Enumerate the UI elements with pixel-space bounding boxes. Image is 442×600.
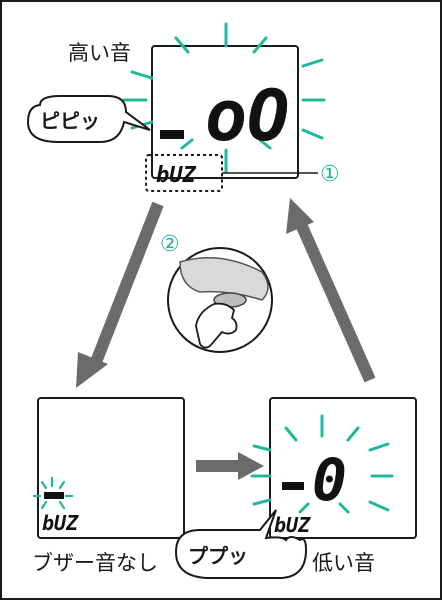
left-dash-indicator — [44, 492, 64, 499]
top-flash-rays — [122, 22, 326, 174]
top-display-buz: bUZ — [156, 163, 196, 188]
top-display-main: oO — [205, 75, 289, 157]
flow-arrows — [76, 198, 376, 480]
arrow-top-to-left — [90, 201, 164, 365]
right-display-main: 0 — [312, 446, 347, 514]
label-low-tone: 低い音 — [312, 551, 375, 575]
beep-bubble-right: ププッ — [174, 509, 308, 579]
finger-press — [195, 302, 238, 349]
step1-marker: ① — [320, 162, 340, 187]
beep-bubble-top: ピピッ — [26, 95, 151, 143]
left-display-buz: bUZ — [42, 511, 79, 535]
beep-sound-top: ピピッ — [40, 109, 100, 133]
right-display-panel: 0 bUZ — [250, 397, 417, 539]
label-high-tone: 高い音 — [68, 41, 131, 65]
top-buz-highlight-box — [145, 154, 223, 192]
right-dash-indicator — [282, 482, 304, 490]
top-dash-indicator — [160, 130, 184, 139]
step2-marker: ② — [160, 232, 180, 257]
arrow-left-to-right — [196, 460, 242, 472]
hand-press-illustration — [167, 247, 273, 353]
arrow-right-to-top-head — [286, 198, 314, 234]
right-display-frame — [269, 397, 417, 539]
device-body — [179, 257, 269, 301]
arrow-top-to-left-head — [76, 352, 108, 388]
beep-sound-right: ププッ — [188, 544, 248, 568]
beep-bubble-top-shape — [26, 95, 151, 143]
beep-bubble-right-shape — [174, 509, 308, 579]
arrow-right-to-top — [294, 219, 376, 383]
left-display-panel: bUZ — [32, 397, 185, 539]
top-display-panel: oO bUZ ① — [122, 22, 340, 192]
right-flash-rays — [250, 414, 394, 514]
label-no-buzzer: ブザー音なし — [32, 551, 158, 575]
arrow-left-to-right-head — [238, 452, 264, 480]
left-display-frame — [37, 397, 185, 539]
right-display-buz: bUZ — [274, 513, 311, 537]
left-small-rays — [32, 476, 74, 510]
